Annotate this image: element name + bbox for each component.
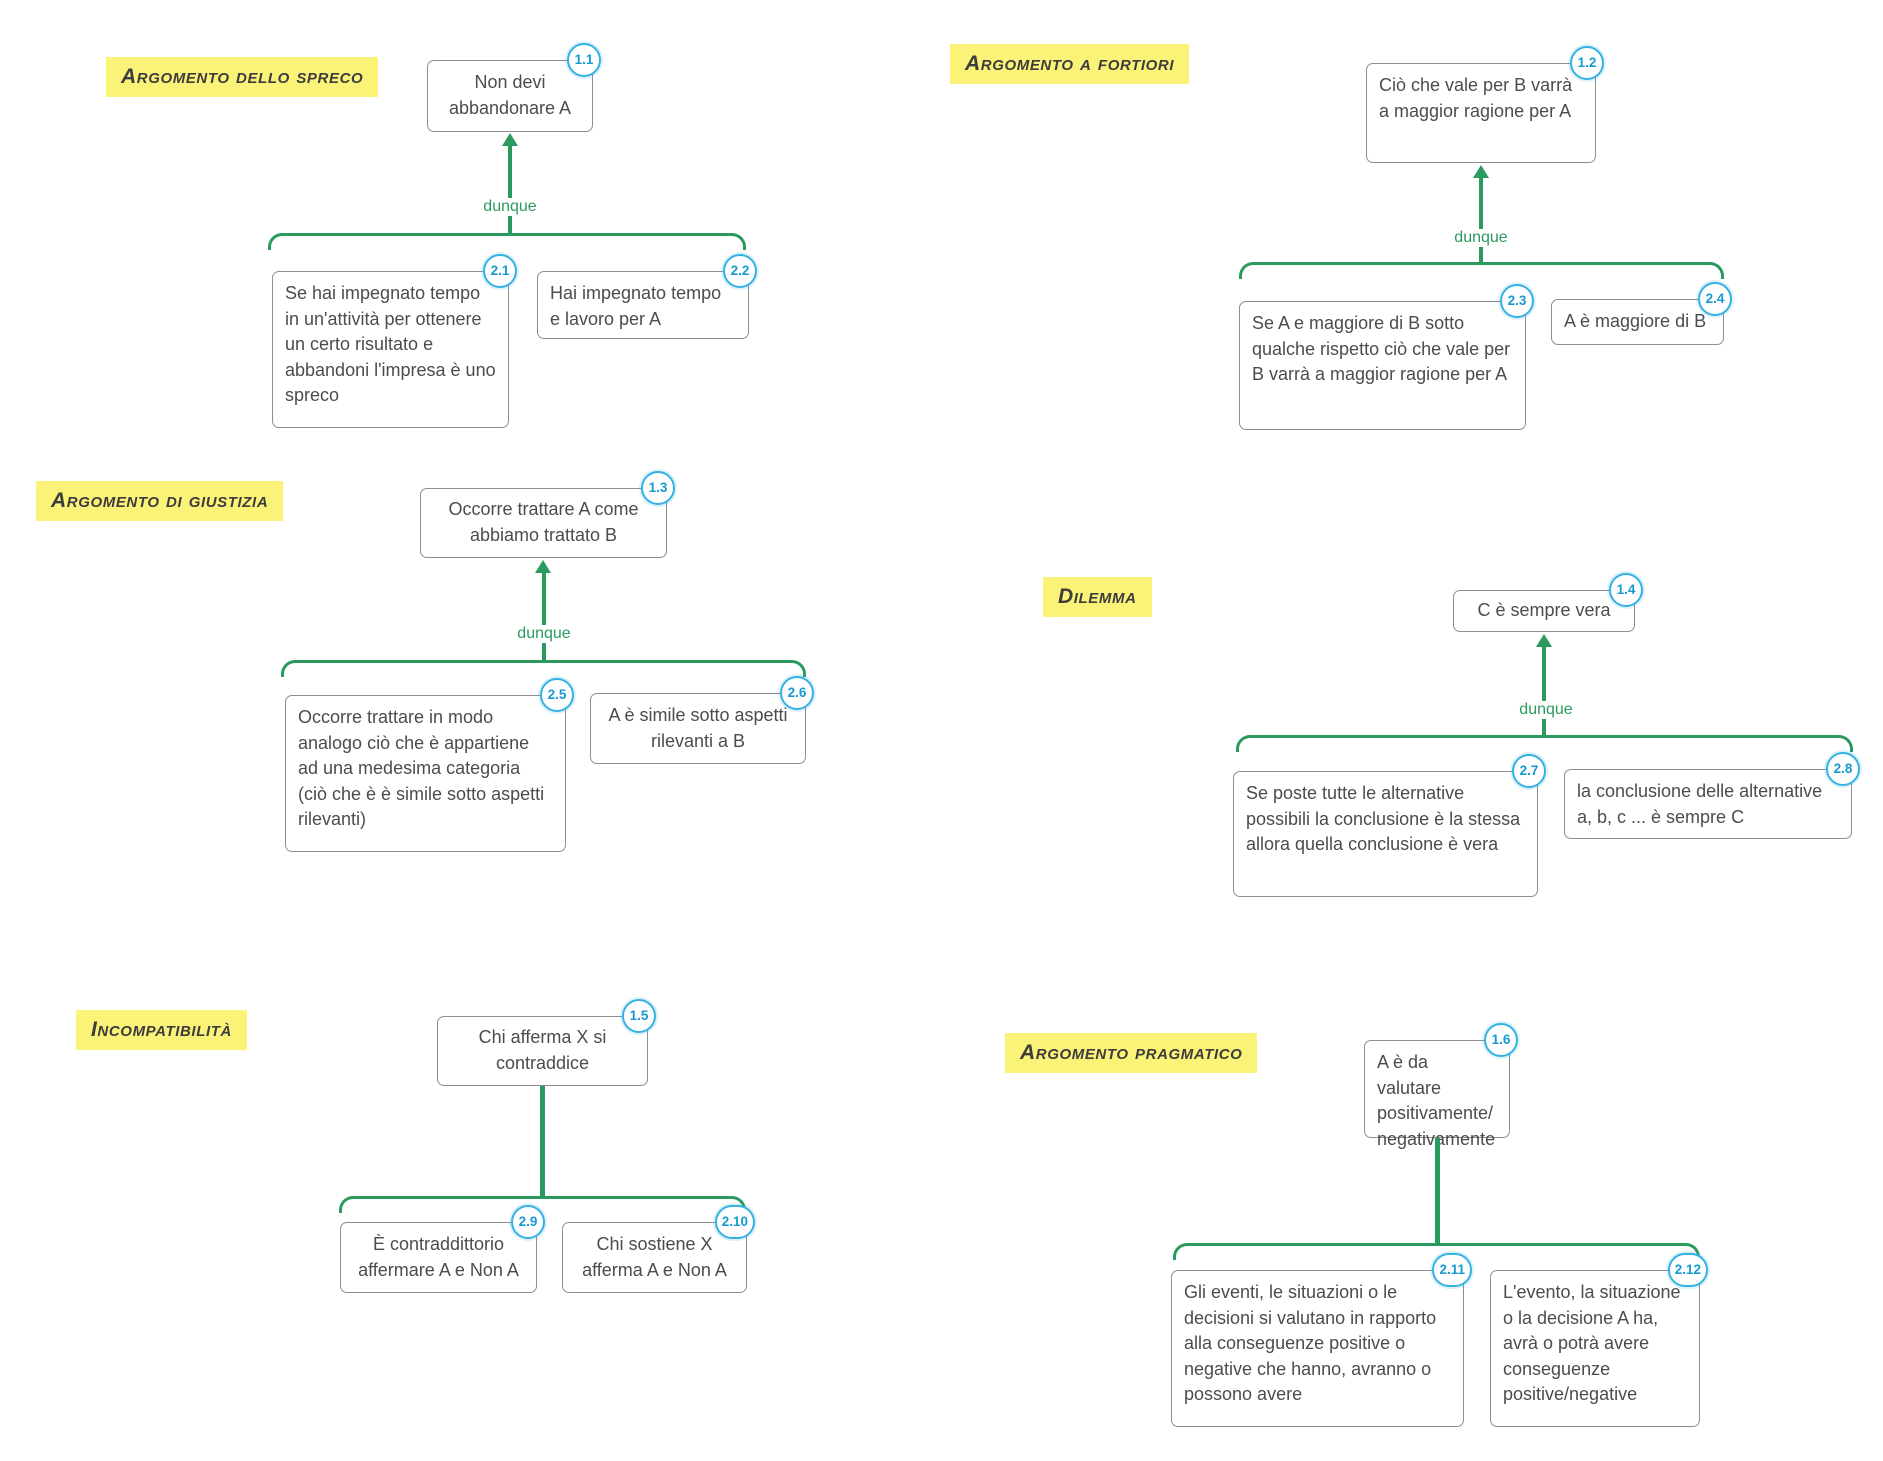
node-text: A è maggiore di B [1564,311,1707,331]
premise-node-2-3: 2.3 Se A e maggiore di B sotto qualche r… [1239,284,1534,430]
inference-arrow-line [508,145,512,233]
conclusion-node-1-5: 1.5 Chi afferma X si contraddice [437,999,656,1086]
conclusion-node-1-2: 1.2 Ciò che vale per B varrà a maggior r… [1366,46,1604,163]
arrow-up-icon [535,560,551,573]
node-text: la conclusione delle alternative a, b, c… [1577,781,1823,827]
inference-arrow-line [542,572,546,660]
node-id-badge: 2.10 [714,1205,755,1239]
premise-node-2-7: 2.7 Se poste tutte le alternative possib… [1233,754,1546,897]
diagram-title-pragmatico: Argomento pragmatico [1005,1033,1258,1073]
node-id-badge: 1.1 [567,43,601,77]
premise-bracket [1236,735,1853,752]
node-text: C è sempre vera [1477,600,1611,621]
diagram-title-a-fortiori: Argomento a fortiori [950,44,1190,84]
node-id-badge: 1.5 [622,999,656,1033]
premise-bracket [339,1196,746,1213]
premise-node-2-11: 2.11 Gli eventi, le situazioni o le deci… [1171,1253,1472,1427]
arrow-up-icon [502,133,518,146]
node-id-badge: 2.6 [780,676,814,710]
premise-bracket [1239,262,1724,279]
diagram-title-dilemma: Dilemma [1043,577,1152,617]
node-id-badge: 2.4 [1698,282,1732,316]
node-text: Chi afferma X si contraddice [478,1027,607,1073]
node-id-badge: 2.9 [511,1205,545,1239]
node-id-badge: 2.11 [1432,1253,1472,1287]
node-id-badge: 1.2 [1570,46,1604,80]
node-id-badge: 2.8 [1826,752,1860,786]
premise-node-2-8: 2.8 la conclusione delle alternative a, … [1564,752,1860,839]
premise-node-2-12: 2.12 L'evento, la situazione o la decisi… [1490,1253,1708,1427]
node-text: A è simile sotto aspetti rilevanti a B [608,704,788,751]
node-text: Occorre trattare A come abbiamo trattato… [448,499,639,545]
inference-line [540,1086,545,1196]
premise-node-2-10: 2.10 Chi sostiene X afferma A e Non A [562,1205,755,1293]
premise-node-2-5: 2.5 Occorre trattare in modo analogo ciò… [285,678,574,852]
node-id-badge: 2.7 [1512,754,1546,788]
premise-bracket [281,660,806,677]
node-text: Non devi abbandonare A [448,72,572,118]
conclusion-node-1-6: 1.6 A è da valutare positivamente/ negat… [1364,1023,1518,1149]
node-text: Gli eventi, le situazioni o le decisioni… [1184,1282,1437,1405]
node-text: Occorre trattare in modo analogo ciò che… [298,707,545,830]
node-text: È contraddittorio affermare A e Non A [358,1233,519,1280]
arrow-up-icon [1473,165,1489,178]
inference-arrow-line [1479,177,1483,262]
node-text: Ciò che vale per B varrà a maggior ragio… [1379,75,1573,121]
node-text: L'evento, la situazione o la decisione A… [1503,1282,1681,1405]
premise-node-2-9: 2.9 È contraddittorio affermare A e Non … [340,1205,545,1293]
premise-bracket [268,233,746,250]
premise-node-2-4: 2.4 A è maggiore di B [1551,282,1732,345]
diagram-title-spreco: Argomento dello spreco [106,57,379,97]
node-id-badge: 1.6 [1484,1023,1518,1057]
therefore-label: dunque [1450,229,1512,247]
diagram-title-incompatibilita: Incompatibilità [76,1010,247,1050]
node-text: Chi sostiene X afferma A e Non A [582,1233,727,1280]
node-text: Hai impegnato tempo e lavoro per A [550,283,722,329]
inference-line [1435,1138,1440,1243]
therefore-label: dunque [1515,701,1577,719]
node-id-badge: 2.2 [723,254,757,288]
node-id-badge: 2.5 [540,678,574,712]
premise-bracket [1173,1243,1700,1260]
conclusion-node-1-1: 1.1 Non devi abbandonare A [427,43,601,132]
premise-node-2-2: 2.2 Hai impegnato tempo e lavoro per A [537,254,757,339]
diagram-title-giustizia: Argomento di giustizia [36,481,284,521]
node-text: Se poste tutte le alternative possibili … [1246,783,1521,855]
node-id-badge: 1.3 [641,471,675,505]
arrow-up-icon [1536,634,1552,647]
therefore-label: dunque [479,198,541,216]
node-id-badge: 1.4 [1609,573,1643,607]
premise-node-2-1: 2.1 Se hai impegnato tempo in un'attivit… [272,254,517,428]
node-id-badge: 2.1 [483,254,517,288]
therefore-label: dunque [513,625,575,643]
inference-arrow-line [1542,646,1546,735]
node-id-badge: 2.3 [1500,284,1534,318]
node-text: Se hai impegnato tempo in un'attività pe… [285,283,496,406]
premise-node-2-6: 2.6 A è simile sotto aspetti rilevanti a… [590,676,814,764]
node-id-badge: 2.12 [1667,1253,1708,1287]
node-text: Se A e maggiore di B sotto qualche rispe… [1252,313,1511,385]
conclusion-node-1-3: 1.3 Occorre trattare A come abbiamo trat… [420,471,675,558]
node-text: A è da valutare positivamente/ negativam… [1377,1052,1495,1149]
conclusion-node-1-4: 1.4 C è sempre vera [1453,573,1643,632]
